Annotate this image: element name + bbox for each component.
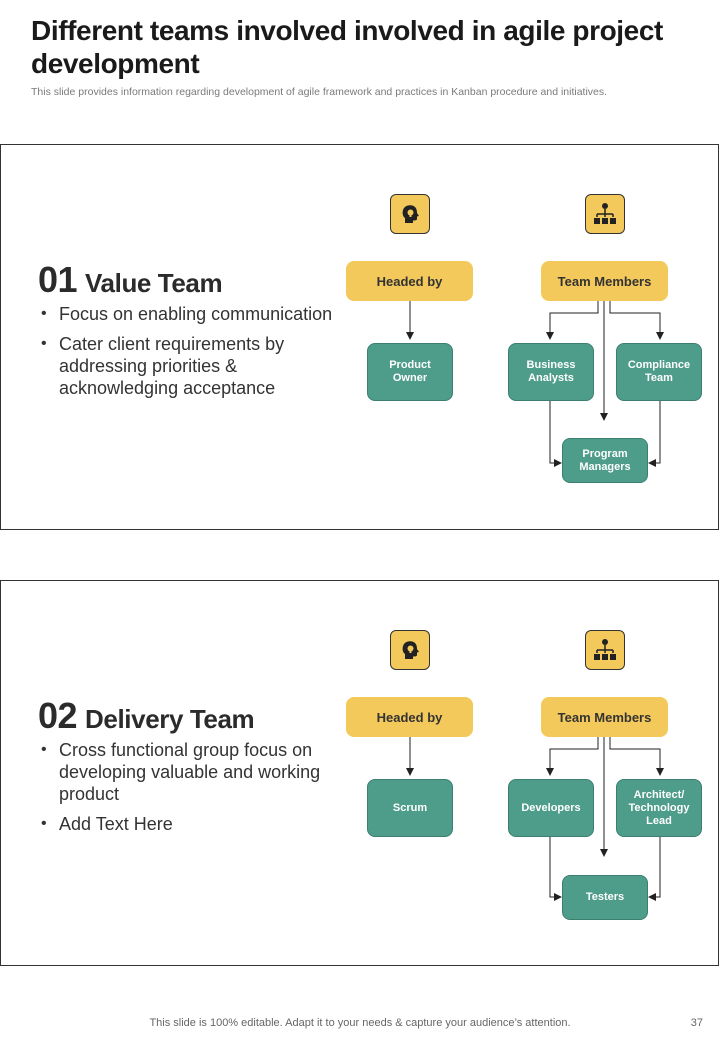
team-members-label: Team Members [541, 697, 668, 737]
org-hierarchy-icon [585, 630, 625, 670]
head-node: Product Owner [367, 343, 453, 401]
bullet-item: Cater client requirements by addressing … [39, 333, 349, 399]
page-number: 37 [690, 1017, 703, 1029]
page-title: Different teams involved involved in agi… [31, 15, 663, 79]
bullet-list: Cross functional group focus on developi… [39, 739, 349, 843]
bullet-item: Cross functional group focus on developi… [39, 739, 349, 805]
member-node-bottom: Testers [562, 875, 648, 920]
panel-name: Delivery Team [85, 704, 255, 734]
bullet-item: Focus on enabling communication [39, 303, 349, 325]
head-node: Scrum [367, 779, 453, 837]
member-node-left: Developers [508, 779, 594, 837]
member-node-left: Business Analysts [508, 343, 594, 401]
head-lightbulb-icon [390, 630, 430, 670]
member-node-bottom: Program Managers [562, 438, 648, 483]
head-lightbulb-icon [390, 194, 430, 234]
headed-by-label: Headed by [346, 697, 473, 737]
panel-number: 01 [38, 259, 78, 300]
headed-by-label: Headed by [346, 261, 473, 301]
page-subtitle: This slide provides information regardin… [31, 86, 608, 98]
footer-note: This slide is 100% editable. Adapt it to… [149, 1017, 571, 1029]
org-hierarchy-icon [585, 194, 625, 234]
team-members-label: Team Members [541, 261, 668, 301]
bullet-list: Focus on enabling communication Cater cl… [39, 303, 349, 407]
member-node-right: Architect/ Technology Lead [616, 779, 702, 837]
panel-name: Value Team [85, 268, 223, 298]
bullet-item: Add Text Here [39, 813, 349, 835]
panel-number: 02 [38, 695, 78, 736]
member-node-right: Compliance Team [616, 343, 702, 401]
